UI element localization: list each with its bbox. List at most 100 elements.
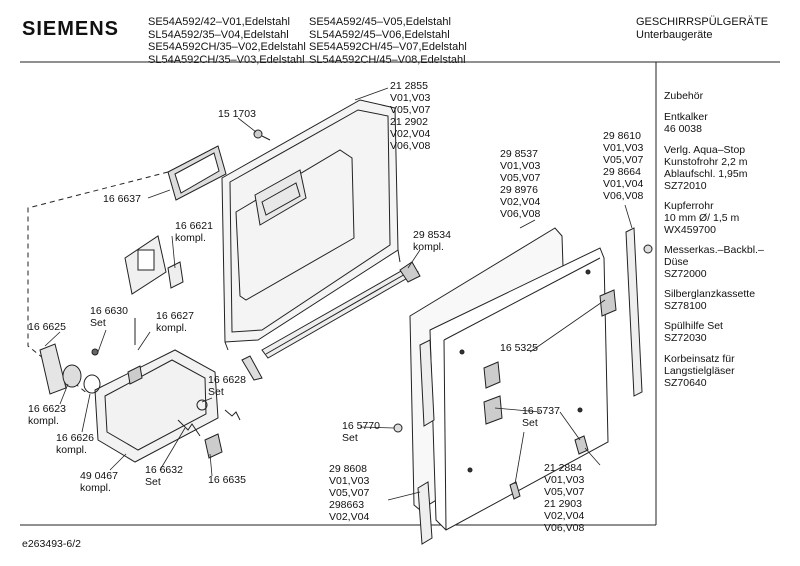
part-number: 15 1703 — [218, 108, 256, 120]
part-variant: V06,V08 — [544, 522, 585, 534]
part-label-166626: 16 6626 kompl. — [56, 432, 94, 456]
accessory-line: 10 mm Ø/ 1,5 m — [664, 212, 740, 224]
part-note: Set — [342, 432, 358, 444]
part-note: kompl. — [56, 444, 87, 456]
part-variant: V01,V04 — [603, 178, 644, 190]
part-note: Set — [145, 476, 161, 488]
part-number: 29 8976 — [500, 184, 538, 196]
model-line: SL54A592/35–V04,Edelstahl — [148, 28, 289, 41]
part-label-165737: 16 5737 Set — [522, 405, 560, 429]
part-number: 16 6626 — [56, 432, 94, 444]
part-number: 29 8610 — [603, 130, 641, 142]
part-number: 16 6628 — [208, 374, 246, 386]
part-number: 16 6621 — [175, 220, 213, 232]
part-number: 21 2855 — [390, 80, 428, 92]
side-strip-right — [625, 227, 653, 397]
accessory-line: Langstielgläser — [664, 365, 735, 377]
accessory-line: Silberglanzkassette — [664, 288, 756, 300]
part-variant: V05,V07 — [390, 104, 431, 116]
model-line: SL54A592/45–V06,Edelstahl — [309, 28, 450, 41]
part-number: 16 6627 — [156, 310, 194, 322]
part-label-165770: 16 5770 Set — [342, 420, 380, 444]
part-label-166627: 16 6627 kompl. — [156, 310, 194, 334]
accessory-line: Korbeinsatz für — [664, 353, 735, 365]
gasket-frame — [167, 145, 227, 201]
accessory-line: Kupferrohr — [664, 200, 714, 212]
part-label-166635: 16 6635 — [208, 474, 246, 486]
accessory-line: SZ70640 — [664, 377, 707, 389]
part-number: 16 6635 — [208, 474, 246, 486]
part-note: kompl. — [156, 322, 187, 334]
part-variant: V01,V03 — [390, 92, 431, 104]
part-note: kompl. — [175, 232, 206, 244]
part-label-298534: 29 8534 kompl. — [413, 229, 451, 253]
part-variant: V01,V03 — [544, 474, 585, 486]
hinge-part — [574, 435, 589, 455]
accessory-line: Verlg. Aqua–Stop — [664, 144, 746, 156]
outer-door-panel — [409, 227, 617, 531]
accessory-line: Entkalker — [664, 111, 708, 123]
part-variant: V01,V03 — [500, 160, 541, 172]
part-label-166637: 16 6637 — [103, 193, 141, 205]
part-label-166632: 16 6632 Set — [145, 464, 183, 488]
accessory-line: Messerkas.–Backbl.– — [664, 244, 764, 256]
accessory-line: WX459700 — [664, 224, 716, 236]
part-label-165325: 16 5325 — [500, 342, 538, 354]
part-variant: V06,V08 — [603, 190, 644, 202]
part-number: 29 8608 — [329, 463, 367, 475]
part-note: kompl. — [80, 482, 111, 494]
screw — [253, 129, 271, 141]
part-note: kompl. — [413, 241, 444, 253]
part-number: 29 8537 — [500, 148, 538, 160]
model-line: SE54A592/45–V05,Edelstahl — [309, 16, 451, 28]
accessory-spuelhilfe: Spülhilfe Set SZ72030 — [664, 320, 723, 344]
part-variant: V05,V07 — [329, 487, 370, 499]
part-number: 16 5737 — [522, 405, 560, 417]
accessory-line: SZ78100 — [664, 300, 707, 312]
drawing-code: e263493-6/2 — [22, 538, 81, 550]
accessory-line: Düse — [664, 256, 689, 268]
part-number: 16 5325 — [500, 342, 538, 354]
part-variant: V06,V08 — [390, 140, 431, 152]
part-variant: V02,V04 — [329, 511, 370, 523]
part-label-151703: 15 1703 — [218, 108, 256, 120]
part-label-298608: 29 8608 V01,V03 V05,V07 298663 V02,V04 — [329, 463, 369, 523]
part-number: 16 6623 — [28, 403, 66, 415]
part-label-212884: 21 2884 V01,V03 V05,V07 21 2903 V02,V04 … — [544, 462, 584, 534]
accessory-messerkas: Messerkas.–Backbl.– Düse SZ72000 — [664, 244, 764, 280]
part-label-298610: 29 8610 V01,V03 V05,V07 29 8664 V01,V04 … — [603, 130, 643, 202]
accessory-line: Zubehör — [664, 90, 704, 102]
part-note: Set — [90, 317, 106, 329]
model-list-col1: SE54A592/42–V01,Edelstahl SL54A592/35–V0… — [148, 16, 306, 66]
part-number: 21 2902 — [390, 116, 428, 128]
control-housing — [39, 318, 241, 463]
accessory-heading: Zubehör — [664, 90, 703, 102]
category-title: GESCHIRRSPÜLGERÄTE Unterbaugeräte — [636, 16, 768, 41]
model-line: SE54A592CH/35–V02,Edelstahl — [148, 41, 306, 53]
accessory-line: 46 0038 — [664, 123, 702, 135]
part-label-166621: 16 6621 kompl. — [175, 220, 213, 244]
part-note: Set — [522, 417, 538, 429]
category-line: Unterbaugeräte — [636, 28, 713, 41]
brand-logo: SIEMENS — [22, 18, 120, 40]
part-label-166625: 16 6625 — [28, 321, 66, 333]
part-note: Set — [208, 386, 224, 398]
model-line: SE54A592CH/45–V07,Edelstahl — [309, 41, 467, 53]
side-strip-left — [417, 339, 435, 545]
part-number: 16 6625 — [28, 321, 66, 333]
part-label-212855: 21 2855 V01,V03 V05,V07 21 2902 V02,V04 … — [390, 80, 430, 152]
hinge-part — [509, 481, 521, 500]
part-number: 16 6637 — [103, 193, 141, 205]
part-variant: V01,V03 — [329, 475, 370, 487]
accessory-line: SZ72030 — [664, 332, 707, 344]
accessory-kupferrohr: Kupferrohr 10 mm Ø/ 1,5 m WX459700 — [664, 200, 739, 236]
accessory-silberglanz: Silberglanzkassette SZ78100 — [664, 288, 755, 312]
accessory-entkalker: Entkalker 46 0038 — [664, 111, 708, 135]
part-variant: V05,V07 — [544, 486, 585, 498]
part-label-166628: 16 6628 Set — [208, 374, 246, 398]
part-label-490467: 49 0467 kompl. — [80, 470, 118, 494]
part-number: 16 5770 — [342, 420, 380, 432]
part-label-298537: 29 8537 V01,V03 V05,V07 29 8976 V02,V04 … — [500, 148, 540, 220]
accessory-line: Spülhilfe Set — [664, 320, 723, 332]
